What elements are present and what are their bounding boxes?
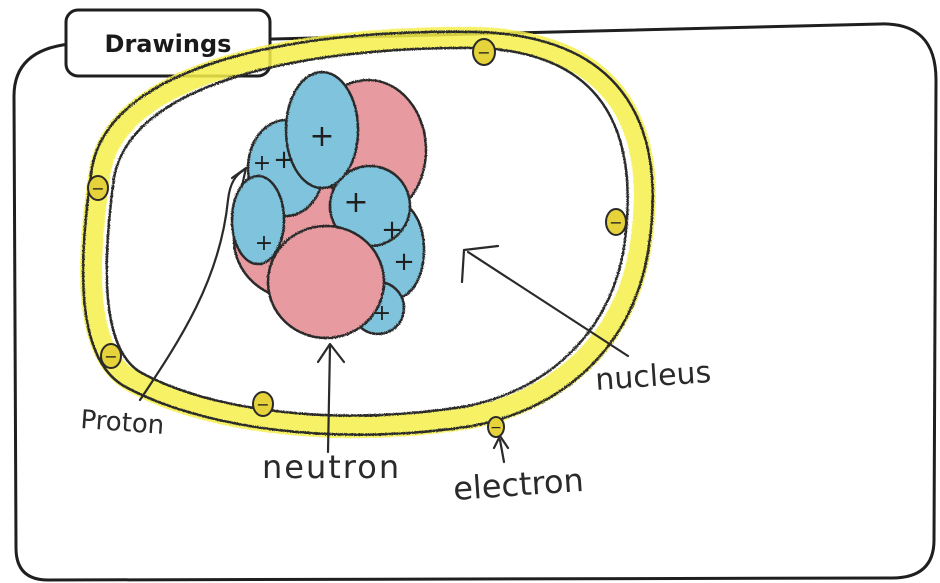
electron-charge: − — [91, 179, 104, 198]
label-neutron: neutron — [262, 448, 401, 486]
electron-charge: − — [104, 347, 117, 366]
proton-charge: + — [255, 231, 273, 256]
electron-particle: − — [101, 344, 121, 368]
page-title: Drawings — [105, 30, 232, 58]
proton-arrow — [140, 170, 244, 400]
electron-charge: − — [256, 395, 269, 414]
label-nucleus: nucleus — [594, 355, 712, 398]
proton-charge: + — [373, 301, 391, 326]
electron-particle: − — [88, 176, 108, 200]
proton-charge: + — [273, 145, 295, 175]
nucleus-arrow — [468, 252, 628, 356]
neutron-arrow-head — [318, 344, 344, 362]
proton-charge: + — [309, 119, 334, 154]
neutron-particle — [268, 226, 384, 338]
electron-particle: − — [488, 417, 504, 437]
proton-charge: + — [381, 215, 403, 245]
label-proton: Proton — [80, 405, 166, 441]
electron-particle: − — [253, 392, 273, 416]
electron-arrow — [500, 440, 504, 462]
electron-particle: − — [473, 39, 495, 65]
proton-charge: + — [393, 247, 415, 277]
electron-particle: − — [606, 209, 626, 235]
nucleus-cluster — [232, 72, 426, 338]
proton-charge: + — [253, 151, 271, 176]
electron-charge: − — [477, 43, 490, 62]
proton-charge: + — [343, 185, 368, 220]
electron-charge: − — [490, 420, 502, 436]
label-electron: electron — [452, 461, 585, 508]
electron-charge: − — [609, 213, 622, 232]
